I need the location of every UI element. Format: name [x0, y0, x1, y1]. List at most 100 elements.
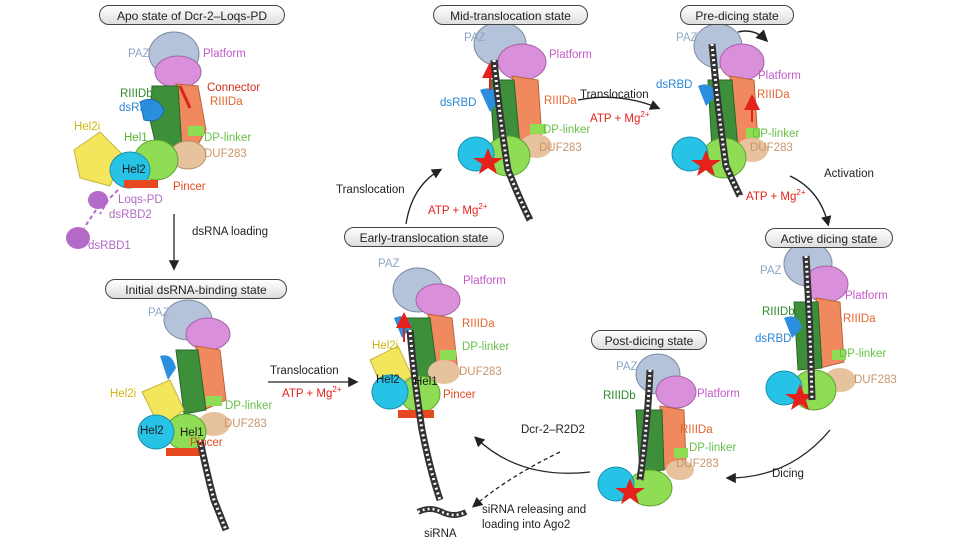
label-paz: PAZ [760, 265, 782, 277]
mg-charge: 2+ [478, 202, 488, 211]
label-platform: Platform [549, 49, 592, 61]
label-platform: Platform [463, 275, 506, 287]
label-hel1: Hel1 [180, 427, 204, 439]
label-duf283: DUF283 [224, 418, 267, 430]
label-hel1: Hel1 [414, 376, 438, 388]
label-platform: Platform [758, 70, 801, 82]
dsrbd1-domain [66, 227, 90, 249]
mg-charge: 2+ [640, 110, 650, 119]
label-rnase3a: RIIIDa [544, 95, 577, 107]
dsrbd2-domain [88, 191, 108, 209]
mid-state-structure [457, 21, 552, 222]
label-duf283: DUF283 [539, 142, 582, 154]
label-dsrbd: dsRBD [656, 79, 693, 91]
label-duf283: DUF283 [750, 142, 793, 154]
dp-linker-domain [206, 396, 222, 406]
step-atp-1: ATP + Mg2+ [282, 385, 342, 400]
arrow-early-to-mid [405, 168, 443, 225]
paz-rotation-arrow [737, 29, 769, 43]
step-atp-4: ATP + Mg2+ [746, 188, 806, 203]
atp-text: ATP + Mg [746, 190, 797, 203]
state-label-initial: Initial dsRNA-binding state [105, 279, 287, 299]
label-dsrbd: dsRBD [119, 102, 156, 114]
label-hel2: Hel2 [122, 164, 146, 176]
arrow-post-to-early [474, 436, 591, 474]
label-dsrbd: dsRBD [755, 333, 792, 345]
label-dp-linker: DP-linker [689, 442, 737, 454]
arrow-pre-to-active [789, 175, 832, 227]
dicing-star [615, 478, 645, 504]
state-label-mid: Mid-translocation state [433, 5, 588, 25]
label-dsrbd2: dsRBD2 [109, 209, 152, 221]
label-connector: Connector [207, 82, 261, 94]
label-paz: PAZ [616, 361, 638, 373]
dsrbd-domain [698, 84, 716, 106]
duf283-domain [666, 460, 694, 480]
state-label-post: Post-dicing state [591, 330, 707, 350]
dsrbd-domain [784, 316, 802, 338]
label-rnase3b: RIIIDb [603, 390, 636, 402]
label-duf283: DUF283 [854, 374, 897, 386]
label-pincer: Pincer [443, 389, 476, 401]
label-hel2i: Hel2i [74, 121, 101, 133]
sirna-duplex [416, 506, 468, 518]
label-dp-linker: DP-linker [543, 124, 591, 136]
dsrna-hatch [638, 369, 652, 481]
label-rnase3b: RIIIDb [120, 88, 153, 100]
platform-domain [655, 375, 697, 409]
label-dsrbd: dsRBD [440, 97, 477, 109]
step-dicing: Dicing [772, 468, 804, 480]
label-hel2i: Hel2i [110, 388, 137, 400]
label-paz: PAZ [128, 48, 150, 60]
mg-charge: 2+ [796, 188, 806, 197]
mg-charge: 2+ [332, 385, 342, 394]
label-dp-linker: DP-linker [462, 341, 510, 353]
label-rnase3b: RIIIDb [762, 306, 795, 318]
label-duf283: DUF283 [204, 148, 247, 160]
label-platform: Platform [845, 290, 888, 302]
label-pincer: Pincer [173, 181, 206, 193]
dp-linker-domain [746, 128, 760, 138]
dsrna-hatch [492, 59, 532, 221]
label-duf283: DUF283 [459, 366, 502, 378]
label-duf283: DUF283 [676, 458, 719, 470]
label-dp-linker: DP-linker [752, 128, 800, 140]
arrow-mid-to-pre [577, 96, 661, 110]
label-hel2i: Hel2i [372, 340, 399, 352]
active-state-structure [765, 241, 856, 411]
label-rnase3a: RIIIDa [757, 89, 790, 101]
label-dp-linker: DP-linker [839, 348, 887, 360]
label-hel2: Hel2 [140, 425, 164, 437]
platform-domain [497, 43, 547, 81]
label-rnase3a: RIIIDa [462, 318, 495, 330]
label-hel1: Hel1 [124, 132, 148, 144]
label-pincer: Pincer [190, 437, 223, 449]
rnase3b-domain [175, 349, 207, 415]
atp-text: ATP + Mg [428, 204, 479, 217]
state-label-pre: Pre-dicing state [680, 5, 794, 25]
apo-state-structure [66, 31, 207, 249]
state-label-active: Active dicing state [765, 228, 893, 248]
label-paz: PAZ [464, 32, 486, 44]
label-platform: Platform [697, 388, 740, 400]
early-state-structure [369, 267, 461, 502]
label-rnase3a: RIIIDa [210, 96, 243, 108]
dicing-star [473, 148, 503, 174]
post-state-structure [597, 353, 697, 507]
dsrna-hatch [804, 255, 814, 401]
state-label-apo: Apo state of Dcr-2–Loqs-PD [99, 5, 285, 25]
label-platform: Platform [203, 48, 246, 60]
arrow-active-to-post [725, 429, 831, 484]
label-dsrbd1: dsRBD1 [88, 240, 131, 252]
dp-linker-domain [530, 124, 546, 134]
step-translocation-2: Translocation [336, 184, 405, 196]
label-rnase3a: RIIIDa [843, 313, 876, 325]
label-dp-linker: DP-linker [225, 400, 273, 412]
label-paz: PAZ [378, 258, 400, 270]
step-translocation-1: Translocation [270, 365, 339, 377]
label-paz: PAZ [148, 307, 170, 319]
dsrna-strand [708, 43, 744, 198]
step-atp-3: ATP + Mg2+ [590, 110, 650, 125]
label-rnase3a: RIIIDa [680, 424, 713, 436]
